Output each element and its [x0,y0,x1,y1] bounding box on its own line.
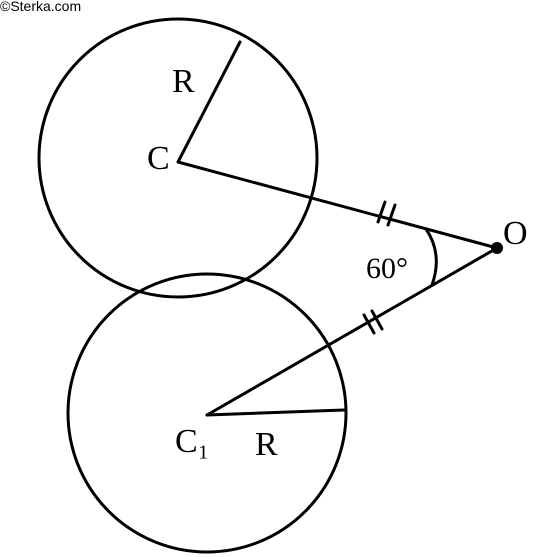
tick-mark-co-1 [376,200,387,224]
point-o-dot [491,242,503,254]
label-radius-top: R [172,63,195,100]
top-circle [37,17,319,299]
tick-mark-c1o-2 [370,309,384,331]
label-center-bottom: C₁ [175,423,210,460]
top-radius [176,40,242,164]
bottom-radius [205,408,346,417]
label-angle: 60° [366,252,408,285]
label-point-o: O [503,215,528,252]
label-center-top: C [147,140,170,177]
watermark-text: ©Sterka.com [0,0,81,14]
segment-c1-o [205,246,499,417]
label-radius-bottom: R [255,426,278,463]
tick-mark-co-2 [386,203,397,227]
angle-arc [424,227,438,287]
tick-mark-c1o-1 [362,313,376,335]
bottom-circle [66,272,348,554]
segment-c-o [176,160,499,250]
